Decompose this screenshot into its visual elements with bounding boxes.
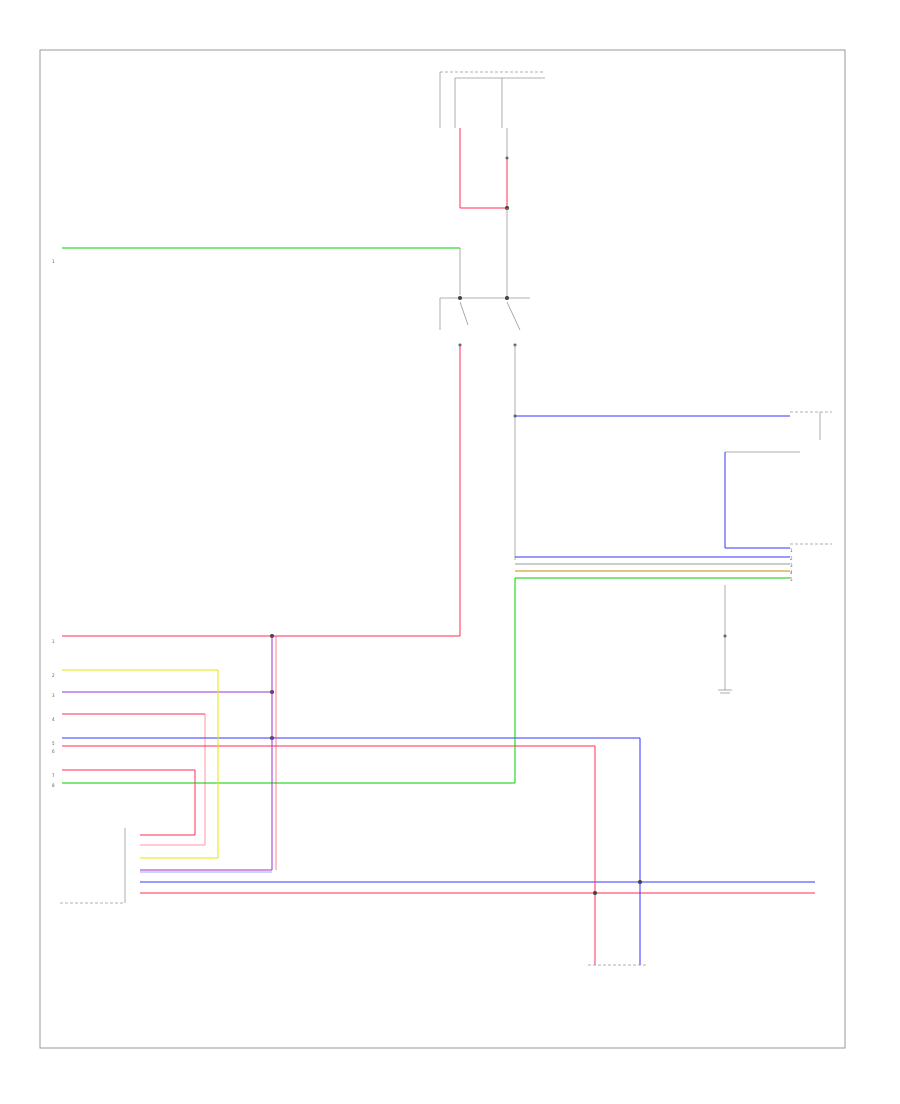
fuse-block (439, 71, 545, 128)
ground-symbol (718, 668, 732, 694)
left-wires: 1 2 3 4 5 6 7 8 (52, 634, 640, 788)
svg-text:5: 5 (52, 741, 55, 746)
relay (439, 296, 530, 347)
module-bottom-left (60, 828, 815, 904)
svg-text:1: 1 (52, 259, 55, 264)
diagram-border (39, 49, 846, 1049)
right-connector: 1 2 3 4 5 (515, 543, 832, 668)
svg-text:7: 7 (52, 773, 55, 778)
can-bus (588, 738, 648, 966)
relay-outputs (459, 345, 517, 636)
svg-text:6: 6 (52, 749, 55, 754)
svg-text:3: 3 (52, 693, 55, 698)
svg-text:1: 1 (52, 639, 55, 644)
svg-text:8: 8 (52, 783, 55, 788)
svg-text:3: 3 (790, 563, 793, 568)
right-upper (515, 411, 832, 548)
green-wire-top: 1 (52, 247, 461, 295)
svg-text:2: 2 (790, 556, 793, 561)
top-wires (459, 128, 509, 300)
svg-text:4: 4 (790, 570, 793, 575)
junction-verticals (194, 578, 516, 870)
svg-text:2: 2 (52, 673, 55, 678)
svg-text:5: 5 (790, 577, 793, 582)
svg-text:4: 4 (52, 717, 55, 722)
svg-text:1: 1 (790, 548, 793, 553)
